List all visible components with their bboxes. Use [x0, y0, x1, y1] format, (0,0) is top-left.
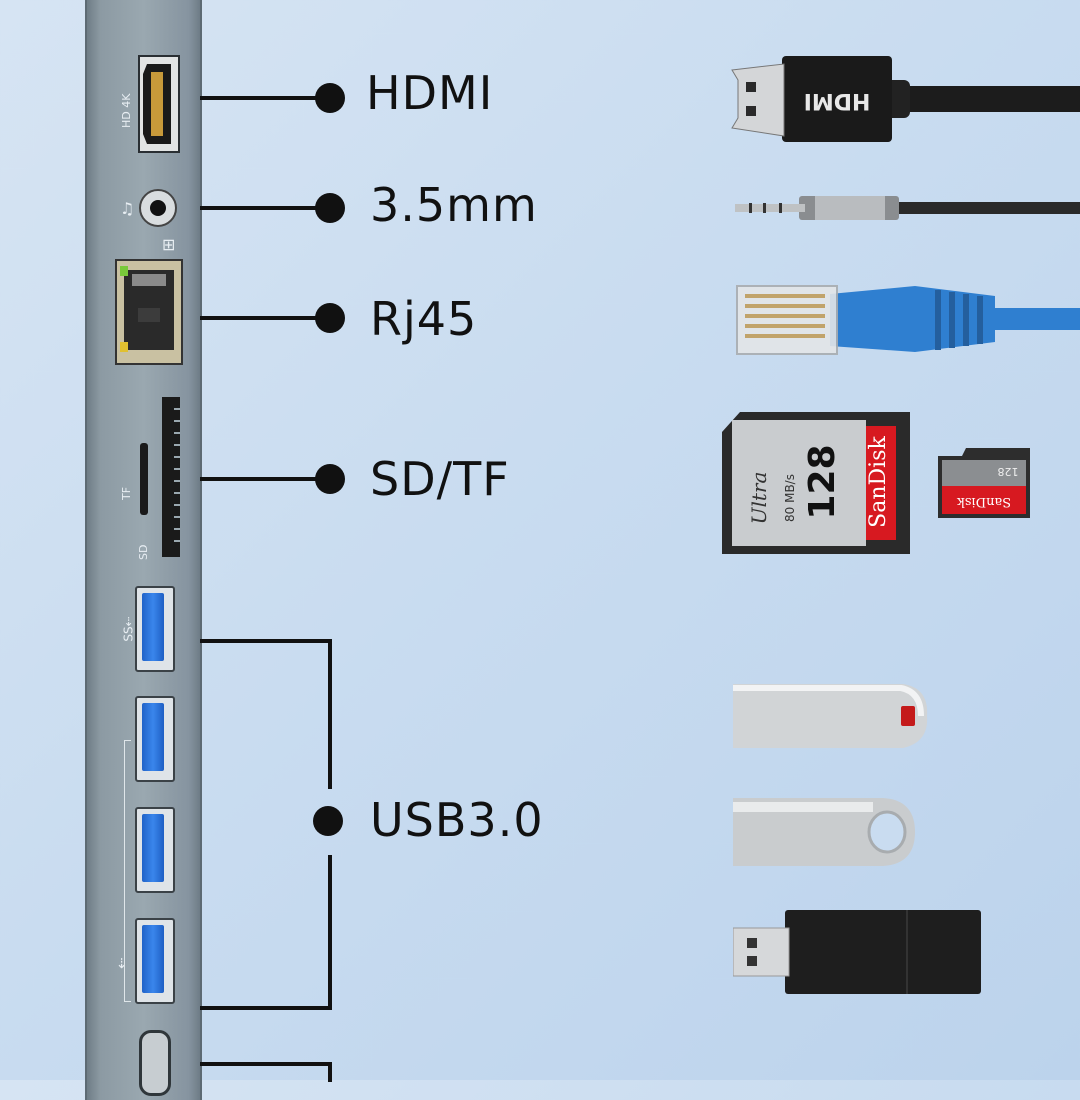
- sd-tf-slots: [140, 397, 180, 557]
- hdmi-label: HDMI: [366, 66, 494, 120]
- usb-drive-red-image: [733, 684, 928, 748]
- usbc-connector-line: [200, 1062, 332, 1066]
- usb-port-1: [135, 586, 175, 672]
- usb-c-port: [139, 1030, 171, 1096]
- sd-line-text: Ultra: [747, 472, 771, 525]
- usb-drive-black-image: [733, 910, 981, 994]
- usb-bracket-upper-vertical: [328, 639, 332, 789]
- rj45-connector-line: [200, 316, 325, 320]
- usb-port-4: [135, 918, 175, 1004]
- audio-connector-line: [200, 206, 325, 210]
- audio-cable-image: [735, 196, 1080, 220]
- hdmi-dot: [315, 83, 345, 113]
- hdmi-cable-image: HDMI: [731, 56, 1080, 142]
- usb-port-2: [135, 696, 175, 782]
- usb-bracket-bottom: [200, 1006, 332, 1010]
- sd-card-image: SanDisk 128 Ultra 80 MB/s: [722, 412, 910, 554]
- usb-drive-silver-image: [733, 798, 915, 866]
- sd-speed-text: 80 MB/s: [783, 474, 797, 522]
- svg-text:⊞: ⊞: [162, 235, 175, 254]
- tf-slot-marking: TF: [120, 486, 133, 500]
- sd-slot-marking: SD: [137, 544, 150, 560]
- rj45-label: Rj45: [370, 292, 478, 346]
- hdmi-port-marking: HD 4K: [120, 93, 133, 128]
- ethernet-cable-image: [736, 285, 1080, 355]
- audio-jack-port: ♫ ⊞: [120, 189, 177, 254]
- usb-group-bracket: [124, 740, 131, 1002]
- hdmi-plug-text: HDMI: [804, 88, 871, 113]
- microsd-card-image: SanDisk 128: [938, 448, 1030, 518]
- audio-dot: [315, 193, 345, 223]
- usb-bracket-top: [200, 639, 332, 643]
- sdtf-label: SD/TF: [370, 452, 510, 506]
- usb-label: USB3.0: [370, 793, 544, 847]
- rj45-port: [115, 259, 183, 365]
- superspeed-usb-icon: SS⇠: [121, 616, 136, 642]
- usbc-connector-vertical: [328, 1062, 332, 1082]
- usb-bracket-lower-vertical: [328, 855, 332, 1010]
- hdmi-port: [138, 55, 180, 153]
- microsd-brand-text: SanDisk: [957, 494, 1011, 509]
- usb-hub-body: [85, 0, 202, 1100]
- sdtf-dot: [315, 464, 345, 494]
- usb-port-3: [135, 807, 175, 893]
- audio-label: 3.5mm: [370, 178, 538, 232]
- rj45-dot: [315, 303, 345, 333]
- sdtf-connector-line: [200, 477, 325, 481]
- hdmi-connector-line: [200, 96, 325, 100]
- microsd-capacity-text: 128: [998, 465, 1019, 478]
- svg-text:♫: ♫: [120, 199, 134, 218]
- sd-brand-text: SanDisk: [866, 436, 891, 528]
- sd-capacity-text: 128: [802, 444, 843, 519]
- usb-dot: [313, 806, 343, 836]
